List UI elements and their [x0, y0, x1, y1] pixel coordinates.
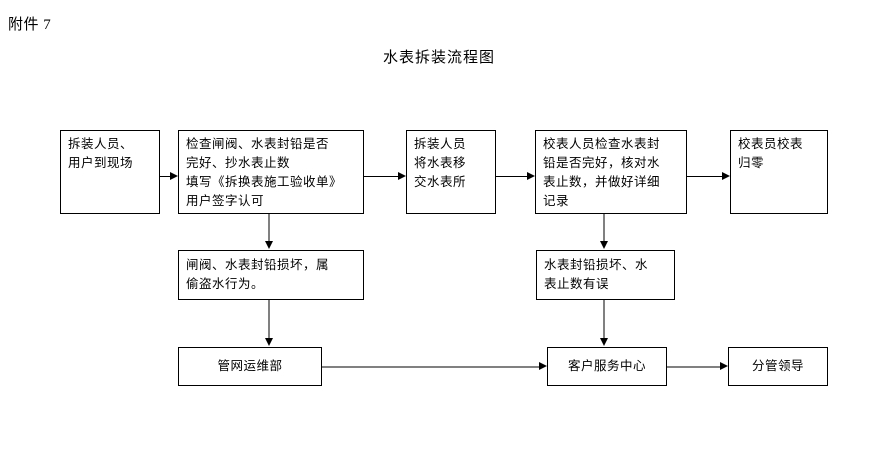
arrow-transfer-to-verify — [496, 172, 535, 181]
node-inspect-valve-seal[interactable]: 检查闸阀、水表封铅是否 完好、抄水表止数 填写《拆换表施工验收单》 用户签字认可 — [178, 130, 364, 214]
arrow-reading-error-to-service — [600, 300, 609, 347]
arrow-pipe-dept-to-service — [322, 362, 547, 371]
node-seal-damaged-reading-error[interactable]: 水表封铅损坏、水 表止数有误 — [536, 250, 675, 300]
node-customer-service-center[interactable]: 客户服务中心 — [547, 347, 667, 386]
node-verify-staff-check[interactable]: 校表人员检查水表封 铅是否完好，核对水 表止数，并做好详细 记录 — [535, 130, 687, 214]
node-meter-reset[interactable]: 校表员校表 归零 — [730, 130, 828, 214]
arrow-damaged-to-pipe-dept — [265, 300, 274, 347]
node-transfer-meter[interactable]: 拆装人员 将水表移 交水表所 — [406, 130, 496, 214]
node-supervising-leader[interactable]: 分管领导 — [728, 347, 828, 386]
arrow-inspect-to-transfer — [364, 172, 406, 181]
page-title: 水表拆装流程图 — [382, 50, 495, 66]
attachment-label: 附件 7 — [8, 17, 52, 33]
node-dismantle-staff-arrive[interactable]: 拆装人员、 用户到现场 — [60, 130, 160, 214]
arrow-staff-to-inspect — [160, 172, 178, 181]
arrow-service-to-leader — [667, 362, 728, 371]
arrow-verify-to-reset — [687, 172, 730, 181]
node-pipe-network-dept[interactable]: 管网运维部 — [178, 347, 322, 386]
node-valve-seal-damaged[interactable]: 闸阀、水表封铅损坏，属 偷盗水行为。 — [178, 250, 364, 300]
arrow-verify-to-reading-error — [600, 214, 609, 250]
arrow-inspect-to-damaged — [265, 214, 274, 250]
